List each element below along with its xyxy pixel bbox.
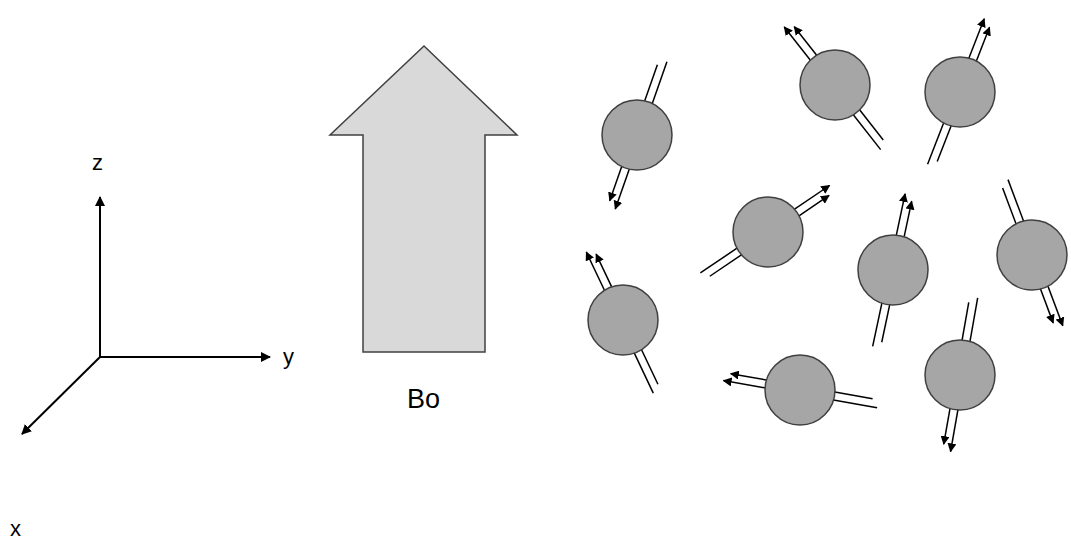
spin-tail: [639, 344, 658, 384]
spin-particle: [700, 186, 829, 277]
nucleus-circle: [588, 285, 658, 355]
nucleus-circle: [858, 235, 928, 305]
nucleus-circle: [997, 220, 1067, 290]
spin-tail: [856, 105, 883, 140]
spin-tail: [632, 348, 653, 393]
spin-particle: [997, 180, 1067, 326]
nucleus-circle: [925, 57, 995, 127]
field-label: Bo: [407, 386, 440, 413]
spin-tail: [828, 399, 877, 408]
spin-arrow: [895, 194, 905, 241]
z-axis: [99, 197, 101, 357]
spin-particle: [858, 194, 928, 347]
spin-arrow: [615, 164, 631, 209]
nucleus-circle: [602, 100, 672, 170]
spin-tail: [643, 65, 658, 107]
spin-particle: [925, 19, 995, 164]
axis-label: z: [92, 152, 103, 174]
nucleus-circle: [765, 355, 835, 425]
x-axis: [22, 357, 100, 434]
spin-tail: [829, 391, 872, 399]
spin-tail: [882, 299, 891, 342]
spin-tail: [873, 298, 883, 347]
spin-particle: [586, 252, 658, 393]
spin-tail: [928, 118, 946, 165]
spin-arrow: [1046, 281, 1063, 326]
nucleus-circle: [925, 340, 995, 410]
spin-group: [586, 19, 1067, 452]
nucleus-circle: [733, 197, 803, 267]
spin-tail: [650, 62, 667, 109]
spin-particle: [925, 298, 995, 452]
y-axis: [100, 356, 270, 358]
spin-particle: [784, 27, 883, 150]
field-arrow: [330, 46, 517, 352]
spin-arrow: [967, 19, 984, 64]
spin-tail: [961, 302, 969, 345]
spin-particle: [602, 62, 672, 209]
spin-tail: [710, 252, 746, 277]
spin-arrow: [951, 404, 959, 451]
spin-tail: [937, 120, 953, 161]
spin-tail: [1003, 188, 1018, 229]
spin-particle: [723, 355, 877, 425]
nucleus-circle: [800, 50, 870, 120]
spin-tail: [969, 298, 978, 347]
spin-tail: [1008, 180, 1026, 227]
spin-arrow: [586, 252, 607, 295]
axis-label: x: [10, 518, 21, 540]
spin-arrow: [723, 381, 770, 389]
coordinate-axes: [22, 197, 270, 434]
axis-label: y: [283, 346, 294, 368]
